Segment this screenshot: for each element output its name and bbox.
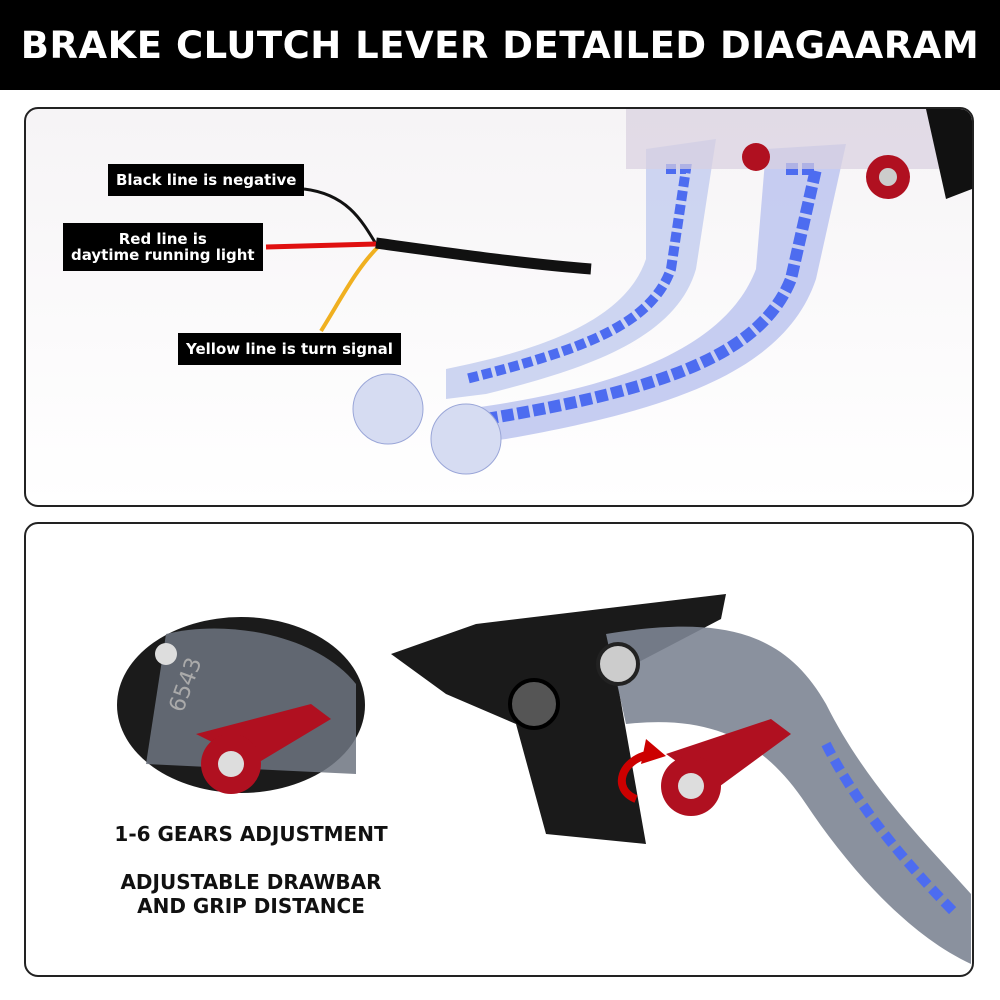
- black-line-label: Black line is negative: [108, 164, 305, 196]
- drawbar-text-2: AND GRIP DISTANCE: [137, 894, 365, 918]
- yellow-line-label: Yellow line is turn signal: [178, 333, 401, 365]
- drawbar-text: ADJUSTABLE DRAWBAR AND GRIP DISTANCE: [86, 870, 416, 918]
- red-line-label-2: daytime running light: [71, 246, 255, 264]
- adjustment-panel: 6543 1-6 GEARS ADJUSTMENT ADJUSTABLE DRA…: [24, 522, 974, 977]
- led-levers-illustration: [265, 109, 972, 475]
- cable: [375, 237, 592, 275]
- red-line-label: Red line is daytime running light: [63, 223, 263, 271]
- yellow-wire: [319, 245, 380, 333]
- black-wire: [303, 187, 378, 245]
- pivot-end-2: [430, 403, 502, 475]
- drawbar-text-1: ADJUSTABLE DRAWBAR: [120, 870, 382, 894]
- red-line-label-1: Red line is: [118, 230, 207, 248]
- red-wire: [265, 241, 377, 250]
- lever-arm: [606, 626, 971, 964]
- knob-left: [742, 143, 770, 171]
- lever-left: [446, 139, 716, 399]
- page-title: BRAKE CLUTCH LEVER DETAILED DIAGAARAM: [0, 0, 1000, 90]
- gears-adjustment-text: 1-6 GEARS ADJUSTMENT: [114, 822, 388, 846]
- pivot-end-1: [352, 373, 424, 445]
- wiring-panel: Black line is negative Red line is dayti…: [24, 107, 974, 507]
- adjuster-illustration: 6543: [117, 594, 971, 964]
